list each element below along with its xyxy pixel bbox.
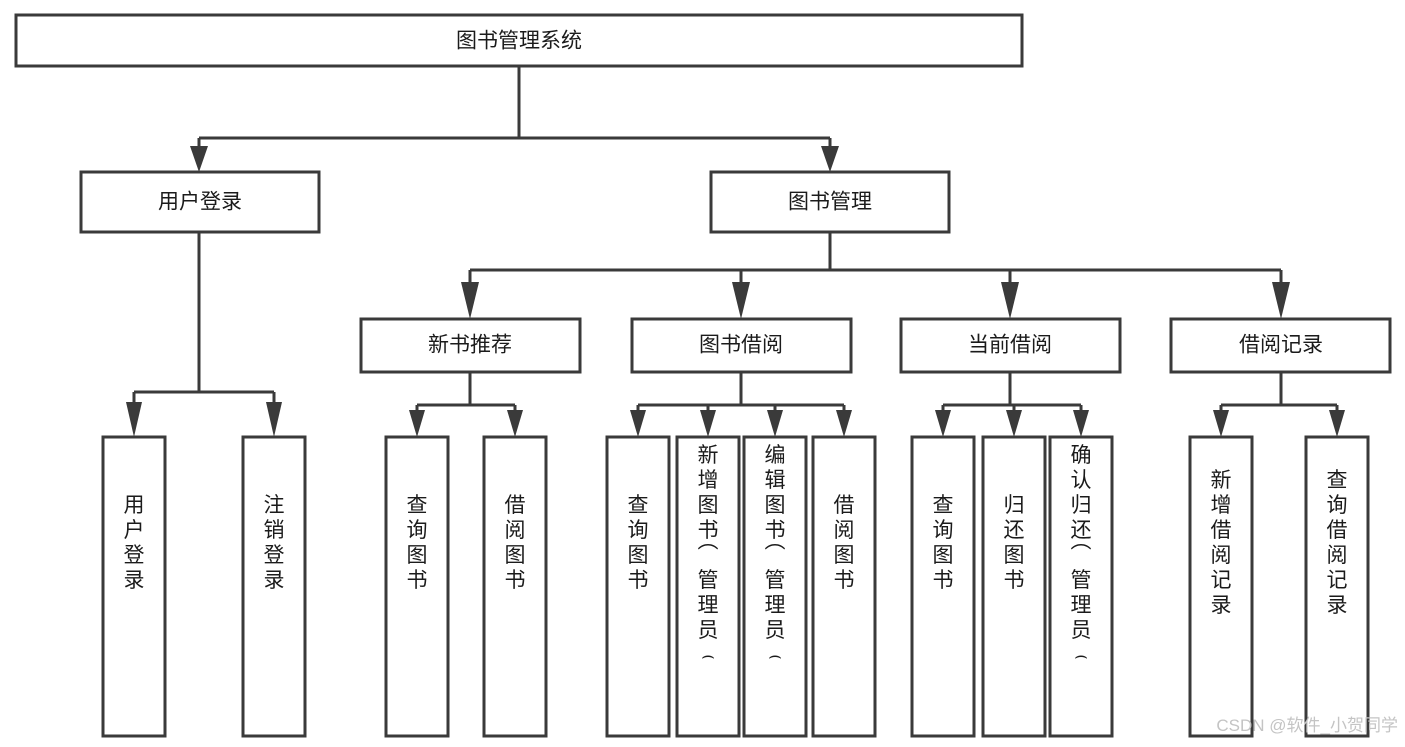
leaf-borrow-book-2-box[interactable] <box>811 435 877 738</box>
leaf-add-record-label: 新增借阅记录 <box>1211 469 1232 617</box>
node-root[interactable]: 图书管理系统 <box>14 13 1024 68</box>
arrow-head-leaf-add-record <box>1213 410 1229 437</box>
leaf-query-book-1-label: 查询图书 <box>407 494 428 592</box>
node-user-login-box[interactable] <box>79 170 321 234</box>
node-new-book-recommend-label: 新书推荐 <box>428 334 512 357</box>
node-book-borrow-box[interactable] <box>630 317 853 374</box>
node-book-manage[interactable]: 图书管理 <box>709 170 951 234</box>
node-root-label: 图书管理系统 <box>456 30 582 53</box>
arrow-head-leaf-query-book-2 <box>630 410 646 437</box>
leaf-node-query-book-1[interactable]: 查询图书 <box>384 435 450 738</box>
leaf-logout-box[interactable] <box>241 435 307 738</box>
arrow-head-book-manage <box>821 146 839 172</box>
arrow-head-new-book-recommend <box>461 282 479 319</box>
leaf-edit-book-box[interactable] <box>742 435 808 738</box>
arrow-head-current-borrow <box>1001 282 1019 319</box>
leaf-node-user-login[interactable]: 用户登录 <box>101 435 167 738</box>
arrow-head-leaf-query-book-1 <box>409 410 425 437</box>
leaf-node-add-record[interactable]: 新增借阅记录 <box>1188 435 1254 738</box>
arrow-head-leaf-user-login <box>126 402 142 437</box>
leaf-user-login-box[interactable] <box>101 435 167 738</box>
node-current-borrow-box[interactable] <box>899 317 1122 374</box>
arrow-head-leaf-query-book-3 <box>935 410 951 437</box>
node-new-book-recommend[interactable]: 新书推荐 <box>359 317 582 374</box>
leaf-node-edit-book[interactable]: 编辑图书⌒管理员⌢ <box>742 435 808 738</box>
node-book-manage-box[interactable] <box>709 170 951 234</box>
leaf-add-book-box[interactable] <box>675 435 741 738</box>
node-current-borrow[interactable]: 当前借阅 <box>899 317 1122 374</box>
leaf-node-add-book[interactable]: 新增图书⌒管理员⌢ <box>675 435 741 738</box>
node-borrow-record-label: 借阅记录 <box>1239 334 1323 357</box>
arrow-head-leaf-borrow-book-2 <box>836 410 852 437</box>
leaf-query-book-2-label: 查询图书 <box>628 494 649 592</box>
leaf-borrow-book-1-label: 借阅图书 <box>505 494 526 592</box>
leaf-confirm-return-label: 确认归还⌒管理员⌢ <box>1071 444 1092 667</box>
leaf-query-record-box[interactable] <box>1304 435 1370 738</box>
node-borrow-record[interactable]: 借阅记录 <box>1169 317 1392 374</box>
leaf-borrow-book-1-box[interactable] <box>482 435 548 738</box>
node-borrow-record-box[interactable] <box>1169 317 1392 374</box>
leaf-query-book-2-box[interactable] <box>605 435 671 738</box>
leaf-query-book-3-box[interactable] <box>910 435 976 738</box>
leaf-node-confirm-return[interactable]: 确认归还⌒管理员⌢ <box>1048 435 1114 738</box>
leaf-edit-book-label: 编辑图书⌒管理员⌢ <box>765 444 786 667</box>
arrow-head-leaf-logout <box>266 402 282 437</box>
leaf-node-borrow-book-1[interactable]: 借阅图书 <box>482 435 548 738</box>
leaf-query-book-1-box[interactable] <box>384 435 450 738</box>
leaf-add-record-box[interactable] <box>1188 435 1254 738</box>
leaf-return-book-label: 归还图书 <box>1004 494 1025 592</box>
leaf-add-book-label: 新增图书⌒管理员⌢ <box>698 444 719 667</box>
arrow-head-book-borrow <box>732 282 750 319</box>
leaf-query-record-label: 查询借阅记录 <box>1327 469 1348 617</box>
leaf-confirm-return-box[interactable] <box>1048 435 1114 738</box>
arrow-head-leaf-add-book <box>700 410 716 437</box>
leaf-user-login-label: 用户登录 <box>124 494 145 592</box>
node-book-borrow-label: 图书借阅 <box>699 334 783 357</box>
leaf-logout-label: 注销登录 <box>264 494 285 592</box>
arrow-head-leaf-confirm-return <box>1073 410 1089 437</box>
node-new-book-recommend-box[interactable] <box>359 317 582 374</box>
leaf-node-borrow-book-2[interactable]: 借阅图书 <box>811 435 877 738</box>
node-user-login-label: 用户登录 <box>158 191 242 214</box>
node-book-manage-label: 图书管理 <box>788 191 872 214</box>
leaf-node-query-book-3[interactable]: 查询图书 <box>910 435 976 738</box>
leaf-borrow-book-2-label: 借阅图书 <box>834 494 855 592</box>
arrow-head-leaf-edit-book <box>767 410 783 437</box>
leaf-query-book-3-label: 查询图书 <box>933 494 954 592</box>
leaf-return-book-box[interactable] <box>981 435 1047 738</box>
node-current-borrow-label: 当前借阅 <box>968 334 1052 357</box>
leaf-node-logout[interactable]: 注销登录 <box>241 435 307 738</box>
leaf-node-query-book-2[interactable]: 查询图书 <box>605 435 671 738</box>
node-book-borrow[interactable]: 图书借阅 <box>630 317 853 374</box>
watermark-label: CSDN @软件_小贺同学 <box>1216 716 1398 735</box>
arrow-head-borrow-record <box>1272 282 1290 319</box>
arrow-head-user-login <box>190 146 208 172</box>
leaf-node-return-book[interactable]: 归还图书 <box>981 435 1047 738</box>
node-user-login[interactable]: 用户登录 <box>79 170 321 234</box>
arrow-head-leaf-borrow-book-1 <box>507 410 523 437</box>
arrow-head-leaf-return-book <box>1006 410 1022 437</box>
leaf-node-query-record[interactable]: 查询借阅记录 <box>1304 435 1370 738</box>
arrow-head-leaf-query-record <box>1329 410 1345 437</box>
node-root-box[interactable] <box>14 13 1024 68</box>
connector-layer <box>126 66 1345 437</box>
